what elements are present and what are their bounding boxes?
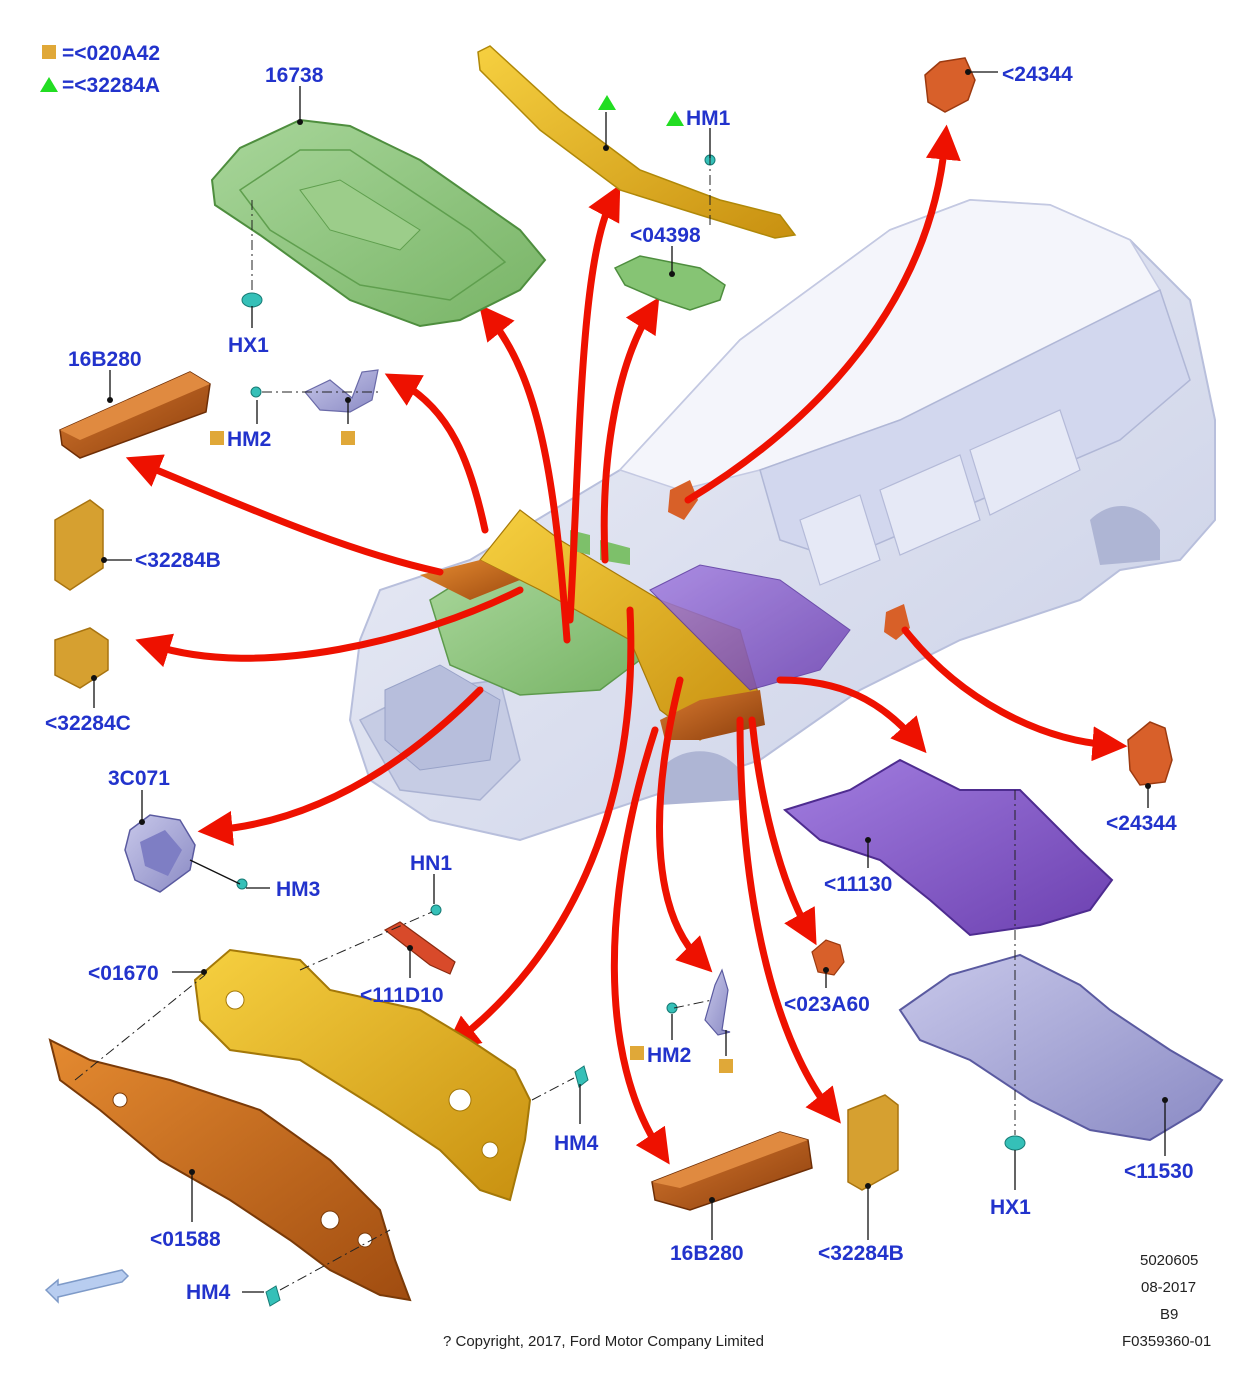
label-11130: <11130 — [824, 873, 892, 896]
label-111d10: <111D10 — [360, 984, 444, 1007]
square-marker-icon — [630, 1046, 644, 1060]
bracket-top — [304, 369, 379, 413]
clip-hx1-bottom-icon — [1004, 1135, 1026, 1151]
pad-32284c — [54, 627, 109, 689]
label-hn1: HN1 — [410, 852, 452, 875]
pad-32284b-left — [54, 499, 104, 591]
label-hm1: HM1 — [686, 107, 731, 130]
clip-hm2-top-icon — [250, 386, 262, 398]
label-hm3: HM3 — [276, 878, 320, 901]
bracket-mid — [704, 968, 731, 1036]
clip-hm2-mid-icon — [666, 1002, 678, 1014]
label-hm4-bottom: HM4 — [186, 1281, 231, 1304]
clip-hm3-icon — [236, 878, 248, 890]
label-16738: 16738 — [265, 64, 324, 87]
floor-insulator-11530 — [898, 953, 1224, 1142]
label-32284c: <32284C — [45, 712, 131, 735]
floor-insulator-11130 — [782, 758, 1114, 937]
label-32284b-left: <32284B — [135, 549, 221, 572]
label-hm4-mid: HM4 — [554, 1132, 599, 1155]
side-insulator-installed — [420, 560, 520, 600]
square-marker-icon — [210, 431, 224, 445]
legend-square-icon — [42, 45, 56, 59]
label-24344-right: <24344 — [1106, 812, 1177, 835]
small-pad-installed — [570, 530, 630, 565]
diagram-date: 08-2017 — [1141, 1279, 1197, 1296]
label-3c071: 3C071 — [108, 767, 170, 790]
dash-insulator-01670 — [193, 948, 532, 1202]
square-marker-icon — [719, 1059, 733, 1073]
label-hm2-top: HM2 — [227, 428, 271, 451]
callout-arrows — [125, 124, 1128, 1165]
insulator-111d10 — [383, 921, 456, 975]
legend-markers — [210, 95, 733, 1073]
copyright: ? Copyright, 2017, Ford Motor Company Li… — [443, 1333, 764, 1350]
leader-lines — [93, 71, 1166, 1293]
diagram-reference: F0359360-01 — [1122, 1333, 1212, 1350]
label-hm2-mid: HM2 — [647, 1044, 691, 1067]
legend-triangle-icon — [40, 77, 58, 92]
clip-hm4-mid-icon — [574, 1065, 589, 1088]
label-11530: <11530 — [1124, 1160, 1194, 1183]
label-04398: <04398 — [630, 224, 701, 247]
label-01588: <01588 — [150, 1228, 221, 1251]
label-hx1-top: HX1 — [228, 334, 269, 357]
hood-insulator-16738 — [210, 118, 547, 328]
legend-item-triangle: =<32284A — [62, 74, 160, 97]
leader-dots — [91, 69, 1168, 1203]
pillar-pad-24344-top — [924, 57, 976, 113]
front-direction-arrow-icon — [44, 1269, 130, 1304]
label-16b280-bottom: 16B280 — [670, 1242, 744, 1265]
pad-32284b-bottom — [847, 1094, 899, 1191]
clip-hn1-icon — [430, 904, 442, 916]
triangle-marker-icon — [598, 95, 616, 110]
label-hx1-bottom: HX1 — [990, 1196, 1031, 1219]
triangle-marker-icon — [666, 111, 684, 126]
dash-insulator-01588 — [48, 1038, 412, 1302]
label-24344-top: <24344 — [1002, 63, 1073, 86]
label-16b280-top: 16B280 — [68, 348, 142, 371]
pad-04398 — [613, 255, 726, 311]
clip-hx1-top-icon — [241, 292, 263, 308]
clip-hm4-bottom-icon — [265, 1285, 281, 1307]
pad-023a60 — [811, 939, 845, 976]
fasteners — [236, 154, 1026, 1307]
pillar-pad-installed-upper — [668, 480, 698, 520]
legend-item-square: =<020A42 — [62, 42, 160, 65]
floor-insulator-installed — [649, 564, 851, 691]
label-023a60: <023A60 — [784, 993, 870, 1016]
part-labels: 16738 HX1 16B280 HM2 <32284B <32284C 3C0… — [45, 63, 1194, 1304]
diagram-revision: B9 — [1160, 1306, 1179, 1323]
cowl-seal-part — [477, 45, 797, 239]
diagram-code: 5020605 — [1140, 1252, 1199, 1269]
pillar-pad-24344-right — [1127, 721, 1173, 786]
label-32284b-bottom: <32284B — [818, 1242, 904, 1265]
legend: =<020A42 =<32284A — [40, 42, 160, 97]
label-01670: <01670 — [88, 962, 159, 985]
square-marker-icon — [341, 431, 355, 445]
